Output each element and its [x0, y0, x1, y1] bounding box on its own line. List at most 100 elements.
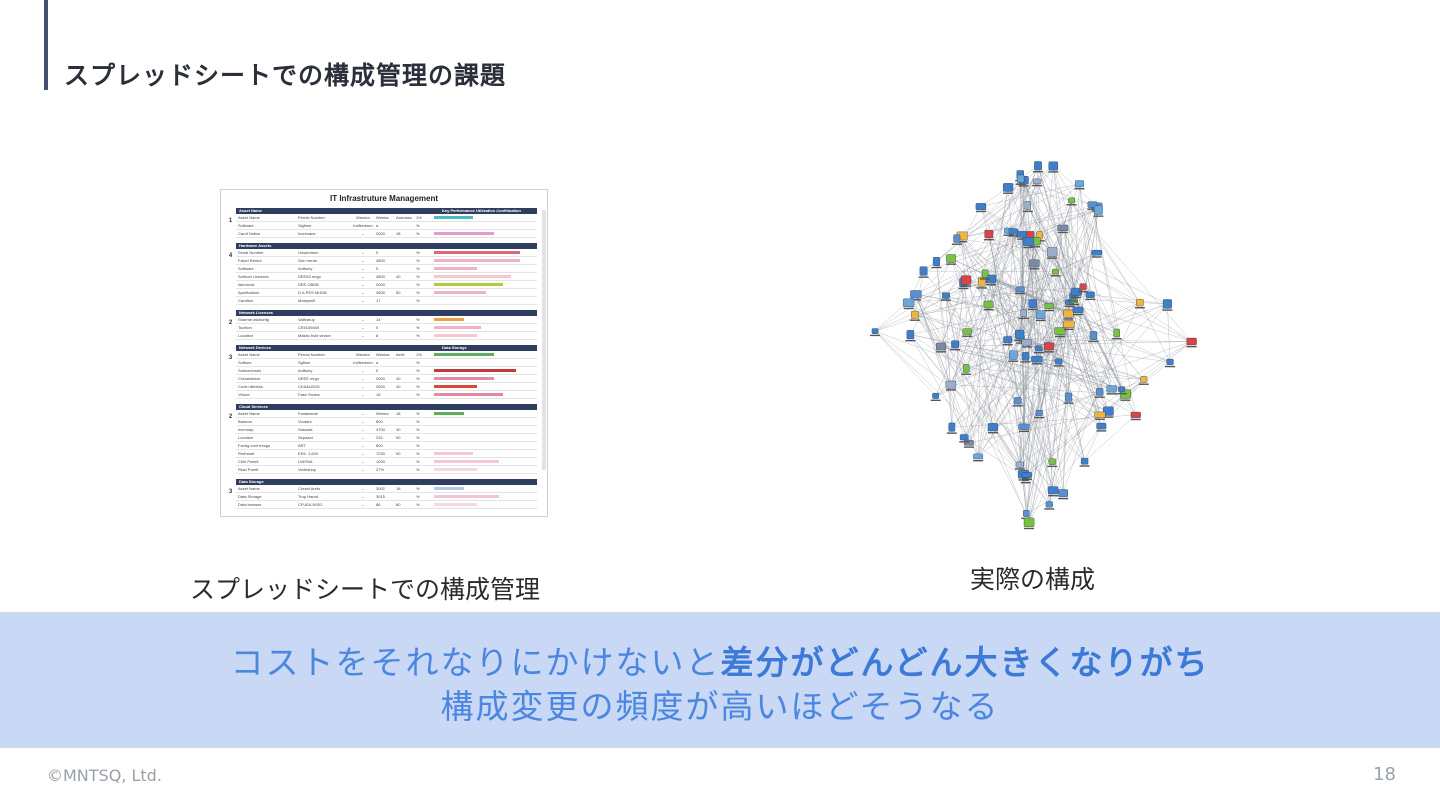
network-edge — [990, 278, 1028, 476]
table-cell: % — [416, 427, 420, 432]
network-edge — [1026, 342, 1059, 362]
network-node-icon — [948, 422, 956, 432]
network-edge — [956, 165, 1054, 239]
network-edge — [940, 346, 1112, 390]
network-edge — [874, 330, 1101, 415]
network-node-label-mark — [957, 241, 968, 243]
network-edge — [1037, 165, 1077, 293]
network-node-icon — [962, 328, 973, 335]
network-edge — [1092, 204, 1117, 334]
table-cell: Chhi Powrit — [238, 459, 259, 464]
table-cell — [396, 458, 416, 465]
network-node-label-mark — [1008, 235, 1019, 237]
title-accent-bar — [44, 0, 48, 90]
table-cell: 2000 — [376, 376, 385, 381]
network-node-icon — [911, 310, 919, 319]
table-cell: Sigfime — [298, 223, 312, 228]
network-node-label-mark — [1047, 257, 1058, 259]
utilization-bar — [434, 503, 477, 506]
network-edge — [963, 204, 1093, 438]
table-cell: 0 — [376, 368, 379, 373]
network-edge — [1051, 251, 1112, 389]
network-edge — [990, 278, 1040, 349]
table-cell: 0 — [376, 250, 379, 255]
network-node-label-mark — [946, 432, 957, 434]
network-edge — [874, 281, 982, 332]
table-cell: – — [361, 282, 365, 287]
network-node-label-mark — [987, 432, 998, 434]
utilization-bar — [434, 318, 465, 321]
network-edge — [980, 183, 1080, 207]
table-cell: Vertirshop — [298, 467, 317, 472]
network-node-label-mark — [986, 284, 997, 286]
network-node-label-mark — [961, 285, 972, 287]
table-cell: % — [416, 231, 420, 236]
network-edge — [1021, 234, 1026, 357]
network-node-icon — [1140, 376, 1148, 383]
network-edge — [1017, 400, 1050, 505]
table-cell: % — [416, 258, 420, 263]
table-cell: Serial Number — [238, 250, 264, 255]
table-cell: CE5159400 — [298, 325, 320, 330]
network-node-label-mark — [1071, 296, 1082, 299]
table-cell — [396, 493, 416, 500]
network-edge — [936, 261, 952, 385]
table-cell: % — [416, 502, 420, 507]
network-edge — [954, 279, 967, 345]
network-node-icon — [1044, 303, 1054, 310]
section-number: 2 — [228, 414, 233, 420]
network-node-label-mark — [870, 334, 881, 337]
network-edges — [874, 165, 1192, 523]
table-cell — [396, 442, 416, 449]
table-cell: 2600 — [376, 384, 385, 389]
network-edge — [1049, 210, 1099, 505]
table-cell: % — [416, 376, 420, 381]
network-node-icon — [1058, 489, 1068, 498]
table-cell: LINSNA — [298, 459, 313, 464]
table-cell — [396, 249, 416, 256]
network-nodes — [870, 161, 1197, 530]
network-edge — [1038, 324, 1070, 414]
table-cell: 40 — [396, 376, 401, 381]
table-cell: 17 — [376, 298, 381, 303]
table-cell: Trup Hanat — [298, 494, 318, 499]
table-cell: 18 — [396, 411, 401, 416]
table-cell: Tscrtion — [238, 325, 252, 330]
network-node-label-mark — [1162, 309, 1173, 311]
table-cell: Software — [238, 266, 254, 271]
network-edge — [874, 200, 1072, 332]
network-node-label-mark — [1021, 346, 1032, 348]
network-edge — [1007, 231, 1014, 340]
network-edge — [1008, 187, 1093, 205]
utilization-bar — [434, 275, 512, 278]
network-node-label-mark — [945, 389, 956, 391]
network-node-icon — [1028, 299, 1037, 308]
table-cell: Locotion — [238, 435, 254, 440]
table-cell: Fase Srraes — [298, 392, 320, 397]
table-cell: % — [416, 368, 420, 373]
network-node-label-mark — [1050, 275, 1061, 277]
network-node-icon — [936, 342, 946, 351]
network-node-label-mark — [1044, 508, 1055, 510]
spreadsheet-scrollbar — [542, 210, 546, 470]
network-edge — [956, 209, 1099, 239]
network-node-icon — [1136, 298, 1144, 307]
network-node-label-mark — [1054, 335, 1065, 338]
table-cell: Sasoast — [298, 427, 313, 432]
network-edge — [1021, 338, 1028, 475]
table-cell: 8 — [376, 333, 379, 338]
table-cell: Asset Name — [238, 486, 260, 491]
table-cell: 86 — [376, 502, 381, 507]
table-cell: – — [361, 459, 365, 464]
network-edge — [981, 281, 1079, 311]
network-edge — [915, 294, 970, 443]
table-cell: % — [416, 486, 420, 491]
table-cell — [396, 222, 416, 229]
network-node-icon — [1032, 178, 1042, 185]
network-node-icon — [1072, 306, 1084, 314]
